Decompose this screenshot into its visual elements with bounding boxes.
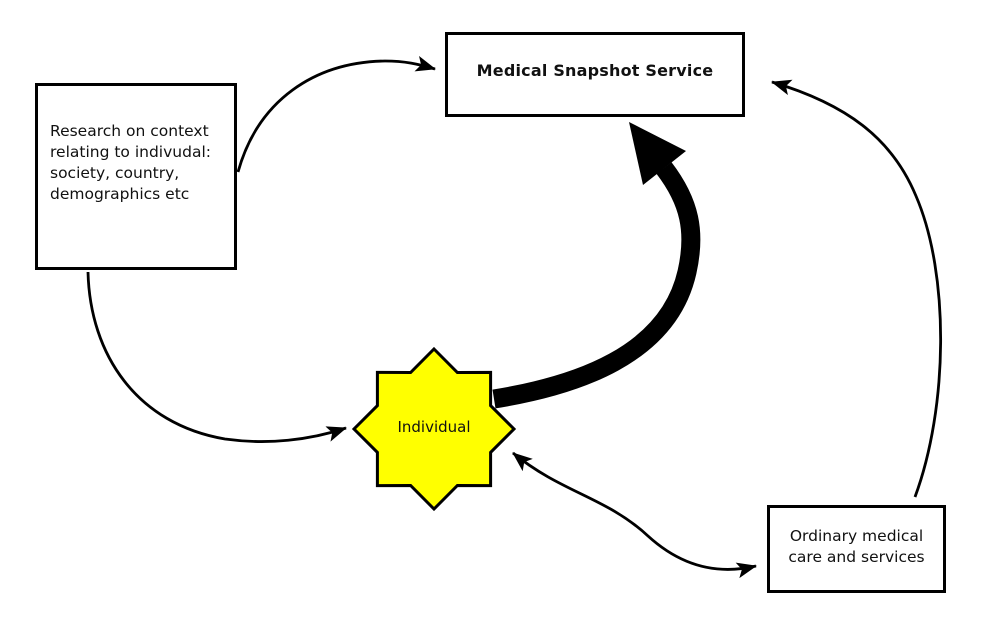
node-medical-snapshot-service: Medical Snapshot Service xyxy=(445,32,745,117)
research-label-line: relating to indivudal: xyxy=(50,143,211,161)
node-ordinary-care: Ordinary medical care and services xyxy=(767,505,946,593)
arrow-individual-to-service-thick-head xyxy=(629,122,686,185)
ordinary-label-line: Ordinary medical xyxy=(789,527,924,545)
service-label: Medical Snapshot Service xyxy=(476,61,714,80)
individual-star-shape xyxy=(351,346,517,512)
node-research-context: Research on context relating to indivuda… xyxy=(35,83,237,270)
arrow-research-to-individual xyxy=(86,271,347,443)
individual-label: Individual xyxy=(397,418,471,436)
arrow-research-to-service xyxy=(236,55,436,173)
arrow-ordinary-to-service xyxy=(771,79,943,498)
research-label-line: demographics etc xyxy=(50,185,190,203)
ordinary-label-line: care and services xyxy=(788,548,925,566)
research-label-line: Research on context xyxy=(50,122,209,140)
arrow-individual-ordinary-bidirectional xyxy=(512,451,757,579)
research-label-line: society, country, xyxy=(50,164,180,182)
arrow-individual-to-service-thick xyxy=(492,162,701,409)
